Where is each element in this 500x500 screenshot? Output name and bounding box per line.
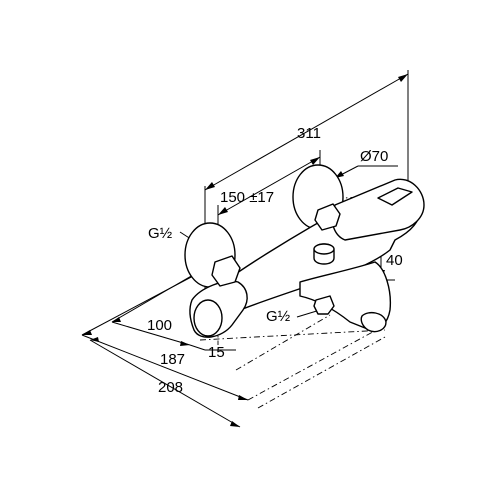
label-outlet-thread: G½	[266, 308, 291, 325]
right-nut	[314, 203, 341, 231]
dimension-208	[89, 337, 241, 428]
diverter-top	[313, 243, 335, 255]
label-height: 40	[386, 252, 403, 269]
label-inlet-spacing: 150 ±17	[220, 189, 274, 206]
label-offset-15: 15	[208, 344, 225, 361]
label-overall-width: 311	[297, 125, 321, 142]
left-nut	[211, 255, 241, 287]
mixer-body	[184, 164, 425, 338]
right-handle	[331, 178, 425, 241]
spout-outlet	[360, 311, 387, 333]
dimension-15	[189, 344, 236, 351]
right-handle-grip	[377, 187, 413, 206]
left-handle-face	[193, 299, 223, 337]
label-depth-100: 100	[147, 317, 172, 334]
outlet-connector	[313, 295, 335, 315]
dimension-diameter-70	[334, 165, 398, 179]
label-depth-187: 187	[160, 351, 185, 368]
label-inlet-thread: G½	[148, 225, 173, 242]
dimension-100	[111, 267, 206, 346]
dimension-187	[81, 274, 249, 401]
label-depth-208: 208	[158, 379, 183, 396]
label-knob-diameter: Ø70	[360, 148, 388, 165]
